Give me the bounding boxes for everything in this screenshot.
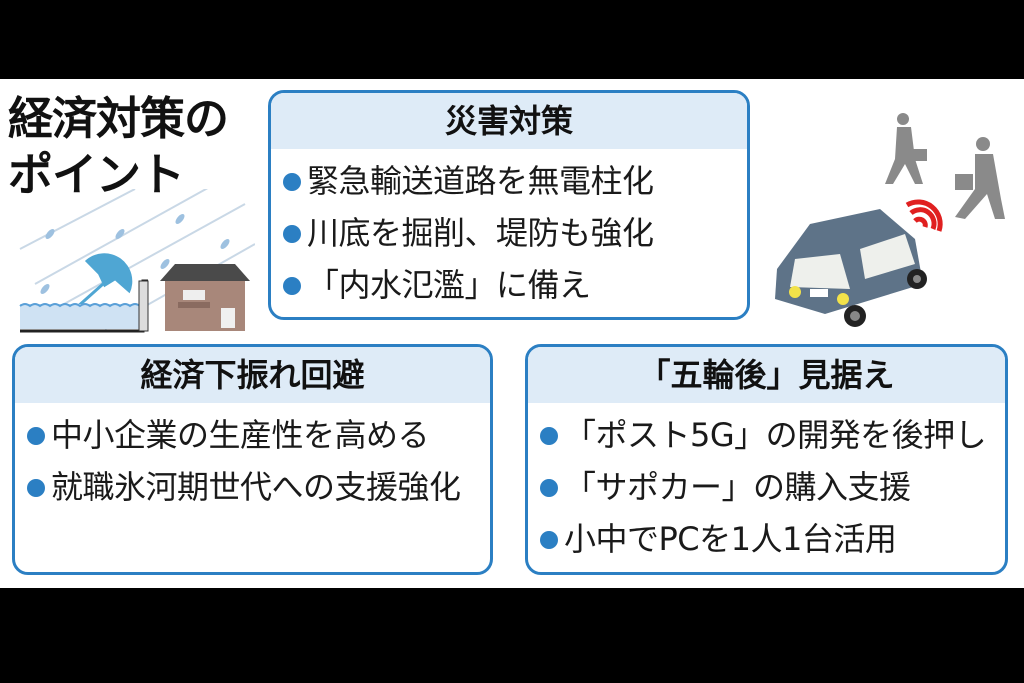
house-and-water-illustration — [19, 264, 250, 333]
section-post-olympics: 「五輪後」見据え 「ポスト5G」の開発を後押し 「サポカー」の購入支援 小中でP… — [525, 344, 1008, 575]
bullet-icon — [540, 427, 558, 445]
section-heading: 「五輪後」見据え — [528, 347, 1005, 403]
list-item: 川底を掘削、堤防も強化 — [283, 207, 747, 259]
item-text: 小中でPCを1人1台活用 — [564, 520, 897, 558]
bullet-icon — [540, 479, 558, 497]
title-line-1: 経済対策の — [8, 92, 229, 145]
title-line-2: ポイント — [8, 148, 185, 201]
list-item: 中小企業の生産性を高める — [27, 409, 490, 461]
item-text: 緊急輸送道路を無電柱化 — [307, 162, 654, 200]
item-text: 「サポカー」の購入支援 — [564, 468, 911, 506]
bullet-icon — [27, 479, 45, 497]
section-disaster-measures: 災害対策 緊急輸送道路を無電柱化 川底を掘削、堤防も強化 「内水氾濫」に備え — [268, 90, 750, 320]
bullet-icon — [283, 225, 301, 243]
item-text: 中小企業の生産性を高める — [51, 416, 430, 454]
pedestrian-icon — [885, 113, 1005, 219]
page-title: 経済対策の ポイント — [8, 91, 229, 203]
signal-icon — [905, 199, 943, 232]
car-and-pedestrians-illustration — [775, 113, 1005, 327]
section-heading: 災害対策 — [271, 93, 747, 149]
list-item: 小中でPCを1人1台活用 — [540, 513, 1005, 565]
bullet-icon — [27, 427, 45, 445]
section-heading: 経済下振れ回避 — [15, 347, 490, 403]
infographic: 経済対策の ポイント — [0, 79, 1024, 588]
item-text: 就職氷河期世代への支援強化 — [51, 468, 461, 506]
car-icon — [775, 209, 927, 327]
item-text: 「ポスト5G」の開発を後押し — [564, 416, 987, 454]
list-item: 就職氷河期世代への支援強化 — [27, 461, 477, 510]
list-item: 「ポスト5G」の開発を後押し — [540, 409, 1005, 461]
list-item: 「サポカー」の購入支援 — [540, 461, 1005, 513]
bullet-icon — [540, 531, 558, 549]
item-text: 「内水氾濫」に備え — [307, 266, 591, 304]
bullet-icon — [283, 173, 301, 191]
list-item: 緊急輸送道路を無電柱化 — [283, 155, 747, 207]
list-item: 「内水氾濫」に備え — [283, 259, 747, 311]
item-text: 川底を掘削、堤防も強化 — [307, 214, 654, 252]
section-downturn-avoidance: 経済下振れ回避 中小企業の生産性を高める 就職氷河期世代への支援強化 — [12, 344, 493, 575]
bullet-icon — [283, 277, 301, 295]
